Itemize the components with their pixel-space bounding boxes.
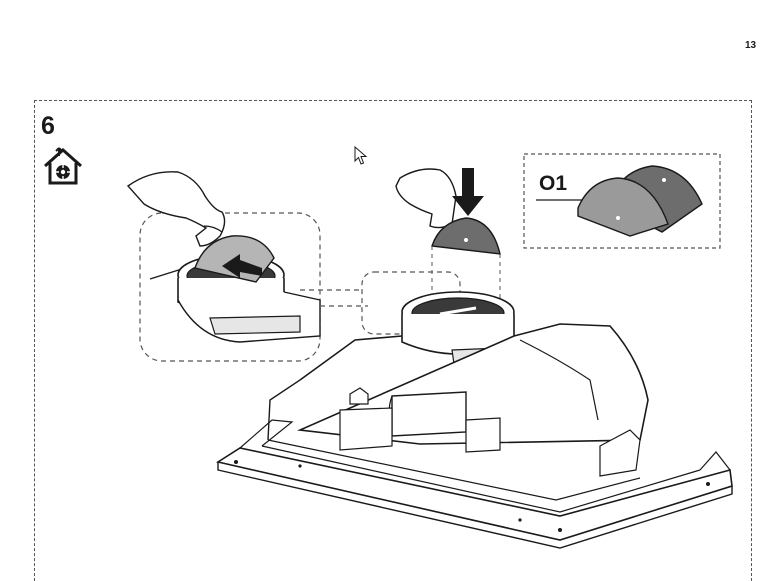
hand-icon — [126, 171, 226, 247]
hand-icon — [395, 168, 457, 229]
page-number: 13 — [745, 40, 757, 51]
mouse-pointer-icon[interactable] — [354, 146, 368, 166]
direction-arrow-icon — [222, 254, 262, 278]
direction-arrow-icon — [452, 168, 484, 216]
detail-rotate-damper — [126, 171, 321, 362]
step-frame — [34, 100, 752, 581]
part-label-o1: O1 — [539, 172, 568, 195]
part-callout-o1 — [523, 153, 721, 249]
step-number: 6 — [41, 112, 55, 140]
house-with-fan-icon — [44, 147, 82, 185]
cooker-hood-unit — [215, 291, 733, 549]
installation-illustration — [126, 153, 733, 549]
detail-insert-damper — [395, 168, 501, 300]
